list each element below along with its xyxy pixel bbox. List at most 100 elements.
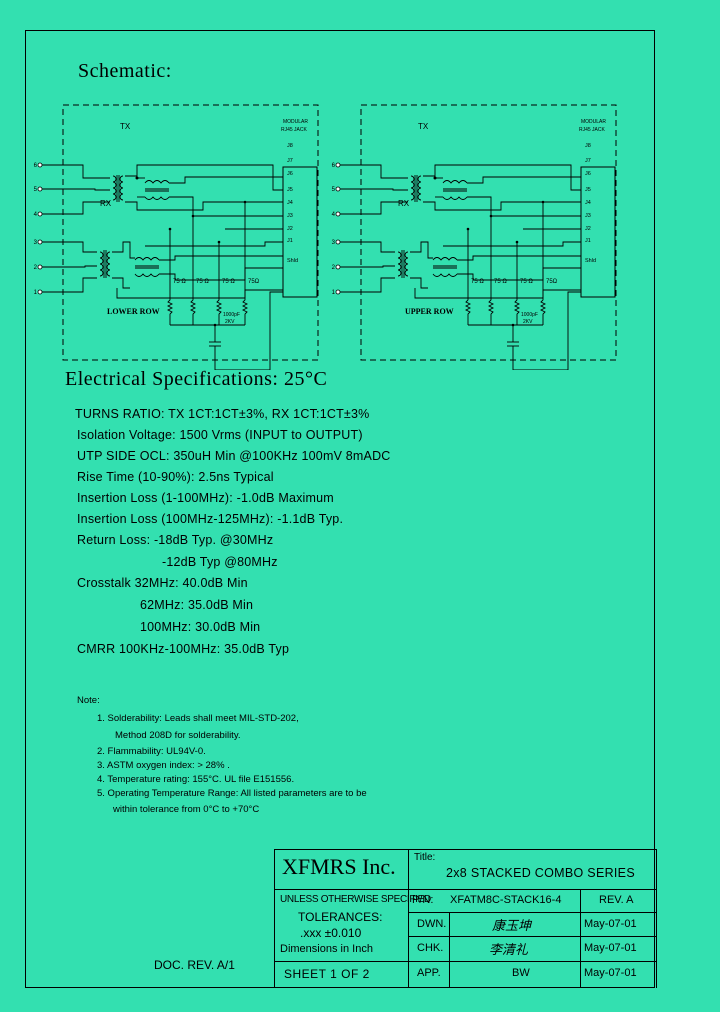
upper-pin-1: 1 [332, 290, 336, 296]
upper-jack-pin-j4: J4 [585, 200, 591, 206]
lower-jack-pin-j6: J6 [287, 171, 293, 177]
unless-specified: UNLESS OTHERWISE SPECIFIED [280, 894, 431, 905]
upper-jack-pin-shld: Shld [585, 258, 596, 264]
lower-tx-label: TX [120, 122, 131, 131]
note-5: 5. Operating Temperature Range: All list… [97, 788, 367, 799]
upper-rx-label: RX [398, 199, 410, 208]
lower-row-label: LOWER ROW [107, 307, 160, 316]
upper-pin-2: 2 [332, 265, 336, 271]
spec-return-loss-30: Return Loss: -18dB Typ. @30MHz [77, 533, 274, 547]
lower-jack-pin-j2: J2 [287, 226, 293, 232]
lower-cap-value: 1000pF [223, 312, 240, 318]
lower-cap-voltage: 2KV [225, 319, 235, 325]
dwn-label: DWN. [417, 918, 447, 930]
lower-pin-6: 6 [34, 163, 38, 169]
drawing-title: 2x8 STACKED COMBO SERIES [446, 866, 635, 880]
spec-crosstalk-100: 100MHz: 30.0dB Min [140, 620, 261, 634]
upper-row-schematic: 6 5 4 3 2 1 TX RX MODULAR RJ45 JACK J8 J… [332, 104, 617, 370]
lower-row-schematic: 6 5 4 3 2 1 TX RX MODULAR RJ45 JACK J8 J… [34, 104, 319, 370]
notes-title: Note: [77, 695, 100, 706]
lower-pin-5: 5 [34, 187, 38, 193]
tolerances-label: TOLERANCES: [298, 910, 383, 924]
approved-by: BW [512, 967, 530, 979]
lower-jack-pin-j5: J5 [287, 187, 293, 193]
upper-jack-pin-j2: J2 [585, 226, 591, 232]
note-3: 3. ASTM oxygen index: > 28% . [97, 760, 230, 771]
upper-jack-label-2: RJ45 JACK [579, 127, 606, 133]
lower-jack-pin-j3: J3 [287, 213, 293, 219]
note-1: 1. Solderability: Leads shall meet MIL-S… [97, 713, 299, 724]
spec-cmrr: CMRR 100KHz-100MHz: 35.0dB Typ [77, 642, 290, 656]
upper-jack-pin-j1: J1 [585, 238, 591, 244]
upper-resistor-2: 75 Ω [494, 279, 507, 285]
lower-resistor-2: 75 Ω [196, 279, 209, 285]
upper-jack-pin-j8: J8 [585, 143, 591, 149]
lower-rx-label: RX [100, 199, 112, 208]
lower-jack-pin-shld: Shld [287, 258, 298, 264]
lower-jack-pin-j8: J8 [287, 143, 293, 149]
lower-pin-4: 4 [34, 212, 38, 218]
title-block: XFMRS Inc. Title: 2x8 STACKED COMBO SERI… [274, 849, 657, 988]
lower-jack-label-2: RJ45 JACK [281, 127, 308, 133]
checked-date: May-07-01 [584, 942, 637, 954]
spec-crosstalk-62: 62MHz: 35.0dB Min [140, 598, 254, 612]
note-4: 4. Temperature rating: 155°C. UL file E1… [97, 774, 295, 785]
lower-pin-2: 2 [34, 265, 38, 271]
spec-turns-ratio: TURNS RATIO: TX 1CT:1CT±3%, RX 1CT:1CT±3… [75, 407, 370, 421]
upper-jack-label-1: MODULAR [581, 119, 606, 125]
upper-pin-6: 6 [332, 163, 336, 169]
spec-crosstalk-32: Crosstalk 32MHz: 40.0dB Min [77, 576, 248, 590]
specs-title: Electrical Specifications: 25°C [65, 368, 328, 390]
upper-resistor-4: 75Ω [546, 279, 558, 285]
title-label: Title: [414, 852, 436, 863]
note-2: 2. Flammability: UL94V-0. [97, 746, 206, 757]
upper-jack-pin-j3: J3 [585, 213, 591, 219]
dimensions-unit: Dimensions in Inch [280, 943, 373, 955]
upper-cap-voltage: 2KV [523, 319, 533, 325]
spec-rise-time: Rise Time (10-90%): 2.5ns Typical [77, 470, 274, 484]
pn-label: P/N: [412, 894, 434, 906]
app-label: APP. [417, 967, 441, 979]
upper-cap-value: 1000pF [521, 312, 538, 318]
spec-ocl: UTP SIDE OCL: 350uH Min @100KHz 100mV 8m… [77, 449, 391, 463]
spec-insertion-loss-2: Insertion Loss (100MHz-125MHz): -1.1dB T… [77, 512, 344, 526]
lower-jack-pin-j1: J1 [287, 238, 293, 244]
spec-return-loss-80: -12dB Typ @80MHz [162, 555, 278, 569]
tolerance-value: .xxx ±0.010 [300, 926, 362, 940]
lower-pin-3: 3 [34, 240, 38, 246]
spec-insertion-loss-1: Insertion Loss (1-100MHz): -1.0dB Maximu… [77, 491, 334, 505]
checked-by-signature: 李清礼 [489, 942, 529, 957]
part-number: XFATM8C-STACK16-4 [450, 894, 562, 906]
upper-jack-pin-j6: J6 [585, 171, 591, 177]
approved-date: May-07-01 [584, 967, 637, 979]
upper-row-label: UPPER ROW [405, 307, 454, 316]
lower-jack-pin-j4: J4 [287, 200, 293, 206]
company-name: XFMRS Inc. [282, 854, 396, 879]
upper-tx-label: TX [418, 122, 429, 131]
upper-jack-pin-j7: J7 [585, 158, 591, 164]
note-1-cont: Method 208D for solderability. [115, 730, 241, 741]
sheet-number: SHEET 1 OF 2 [284, 967, 370, 981]
lower-resistor-3: 75 Ω [222, 279, 235, 285]
upper-resistor-1: 75 Ω [471, 279, 484, 285]
revision: REV. A [599, 894, 634, 906]
drawn-date: May-07-01 [584, 918, 637, 930]
upper-pin-3: 3 [332, 240, 336, 246]
drawn-by-signature: 康玉坤 [492, 918, 532, 933]
note-5-cont: within tolerance from 0°C to +70°C [113, 804, 260, 815]
upper-pin-5: 5 [332, 187, 336, 193]
lower-resistor-1: 75 Ω [173, 279, 186, 285]
doc-revision: DOC. REV. A/1 [154, 958, 235, 972]
drawing-frame [25, 30, 655, 988]
spec-isolation-voltage: Isolation Voltage: 1500 Vrms (INPUT to O… [77, 428, 363, 442]
upper-jack-pin-j5: J5 [585, 187, 591, 193]
schematic-title: Schematic: [78, 60, 172, 82]
chk-label: CHK. [417, 942, 444, 954]
lower-jack-pin-j7: J7 [287, 158, 293, 164]
upper-resistor-3: 75 Ω [520, 279, 533, 285]
lower-resistor-4: 75Ω [248, 279, 260, 285]
lower-pin-1: 1 [34, 290, 38, 296]
schematic-diagram: 6 5 4 3 2 1 TX RX MODULAR RJ45 JACK J8 J… [34, 104, 617, 370]
upper-pin-4: 4 [332, 212, 336, 218]
lower-jack-label-1: MODULAR [283, 119, 308, 125]
